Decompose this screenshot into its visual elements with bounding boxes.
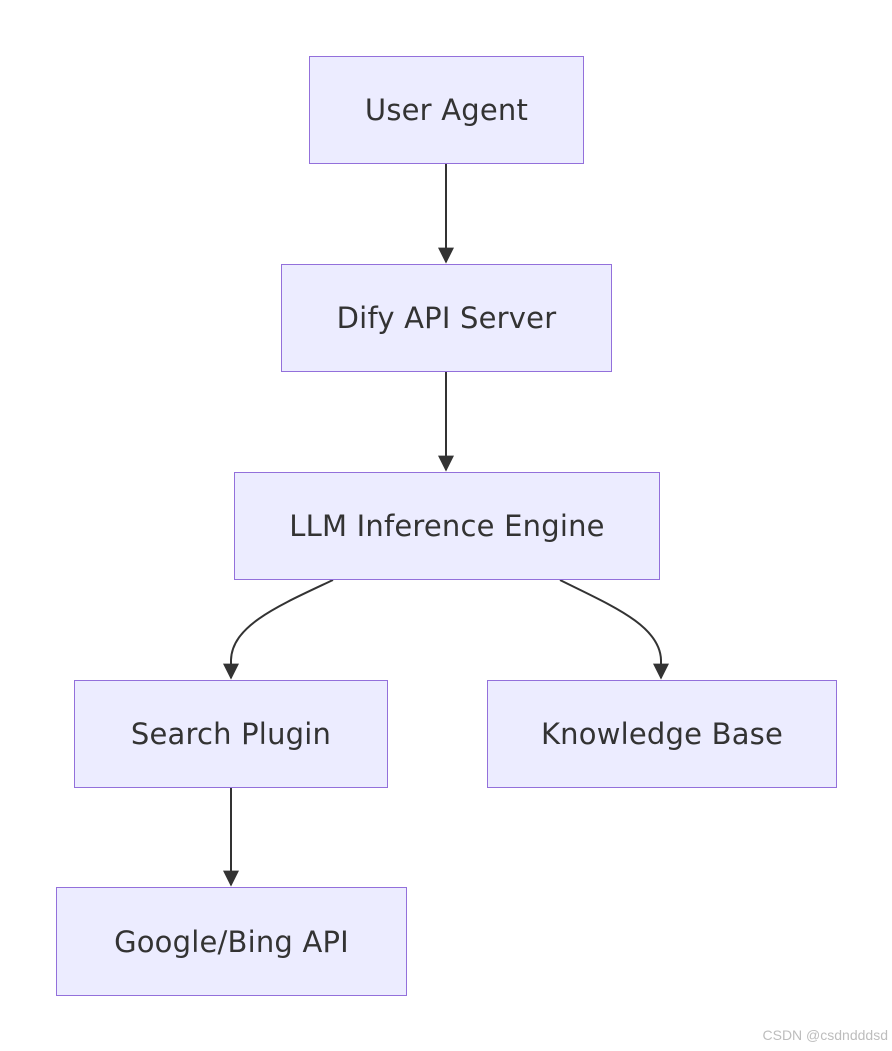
edge-llm-engine-to-search-plugin [223, 579, 334, 680]
edge-llm-engine-to-knowledge-base [559, 579, 669, 680]
watermark: CSDN @csdndddsd [762, 1027, 889, 1043]
node-knowledge-base: Knowledge Base [487, 680, 837, 788]
node-label: Search Plugin [130, 717, 332, 751]
node-llm-inference-engine: LLM Inference Engine [234, 472, 660, 580]
node-search-plugin: Search Plugin [74, 680, 388, 788]
node-google-bing-api: Google/Bing API [56, 887, 407, 996]
node-label: User Agent [364, 93, 529, 127]
node-label: Google/Bing API [114, 924, 349, 959]
node-dify-api-server: Dify API Server [281, 264, 612, 372]
node-label: LLM Inference Engine [289, 509, 605, 543]
node-label: Dify API Server [336, 301, 557, 335]
node-user-agent: User Agent [309, 56, 584, 164]
node-label: Knowledge Base [540, 717, 784, 751]
